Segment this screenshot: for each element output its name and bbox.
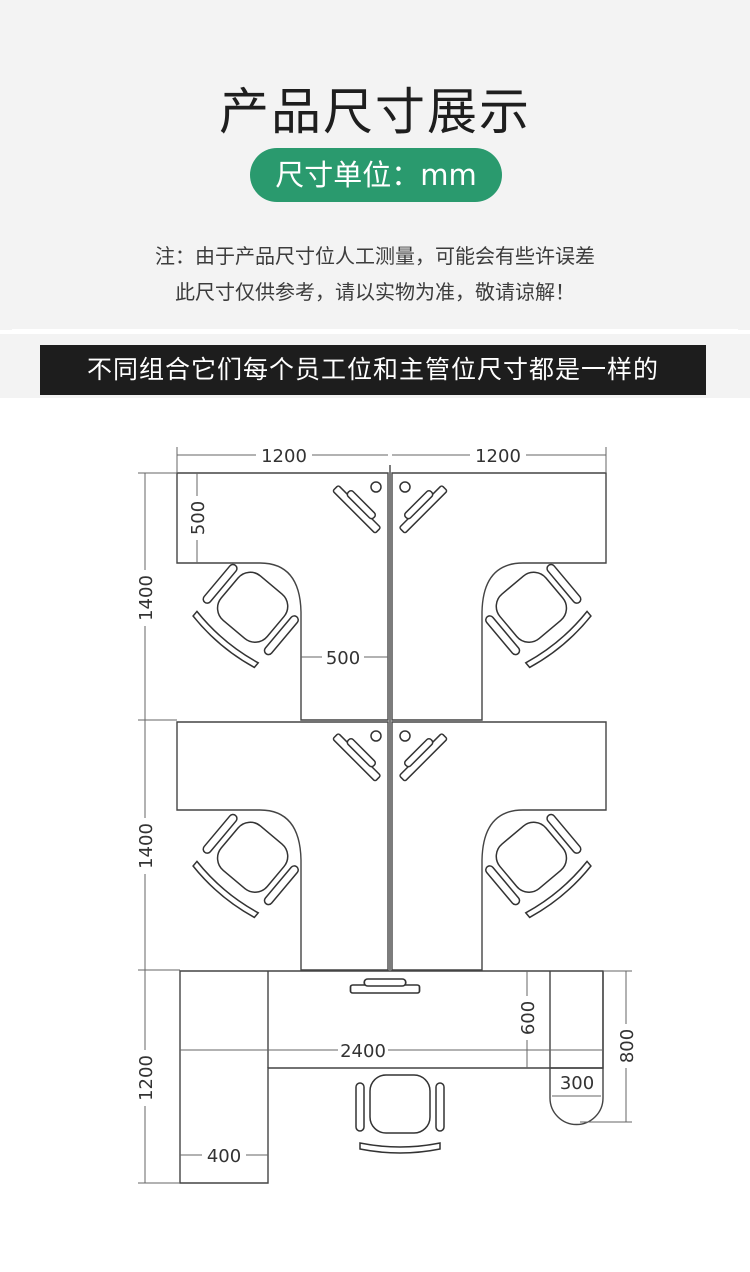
dim-staff-depth-row-2: 1400: [136, 823, 157, 869]
dim-manager-depth: 1200: [136, 1055, 157, 1101]
dim-return-width: 500: [326, 648, 360, 669]
dim-desk-top-depth: 500: [188, 501, 209, 535]
unit-badge: 尺寸单位：mm: [250, 148, 502, 202]
note-line-2: 此尺寸仅供参考，请以实物为准，敬请谅解！: [175, 280, 575, 304]
dim-manager-return-width: 400: [207, 1146, 241, 1167]
monitor-icon: [349, 978, 421, 994]
staff-module-row-1: [176, 472, 607, 721]
dim-staff-width-left: 1200: [261, 446, 307, 467]
note-line-1: 注：由于产品尺寸位人工测量，可能会有些许误差: [155, 244, 595, 268]
page-title: 产品尺寸展示: [219, 83, 531, 141]
dim-staff-width-right: 1200: [475, 446, 521, 467]
divider: [12, 329, 738, 334]
chair-icon: [478, 555, 598, 674]
dimensions: 1200 1200 1400 1400 1200 500 500 2400 60…: [134, 444, 638, 1184]
chair-icon: [478, 805, 598, 924]
dim-manager-desk-depth: 600: [518, 1001, 539, 1035]
staff-module-row-2: [176, 721, 607, 971]
dim-manager-width: 2400: [340, 1041, 386, 1062]
dim-cabinet-width: 300: [560, 1073, 594, 1094]
banner-caption: 不同组合它们每个员工位和主管位尺寸都是一样的: [40, 345, 706, 395]
chair-icon: [186, 555, 306, 674]
dim-cabinet-depth: 800: [617, 1029, 638, 1063]
dim-staff-depth-row-1: 1400: [136, 575, 157, 621]
chair-icon: [186, 805, 306, 924]
chair-icon: [355, 1074, 445, 1154]
